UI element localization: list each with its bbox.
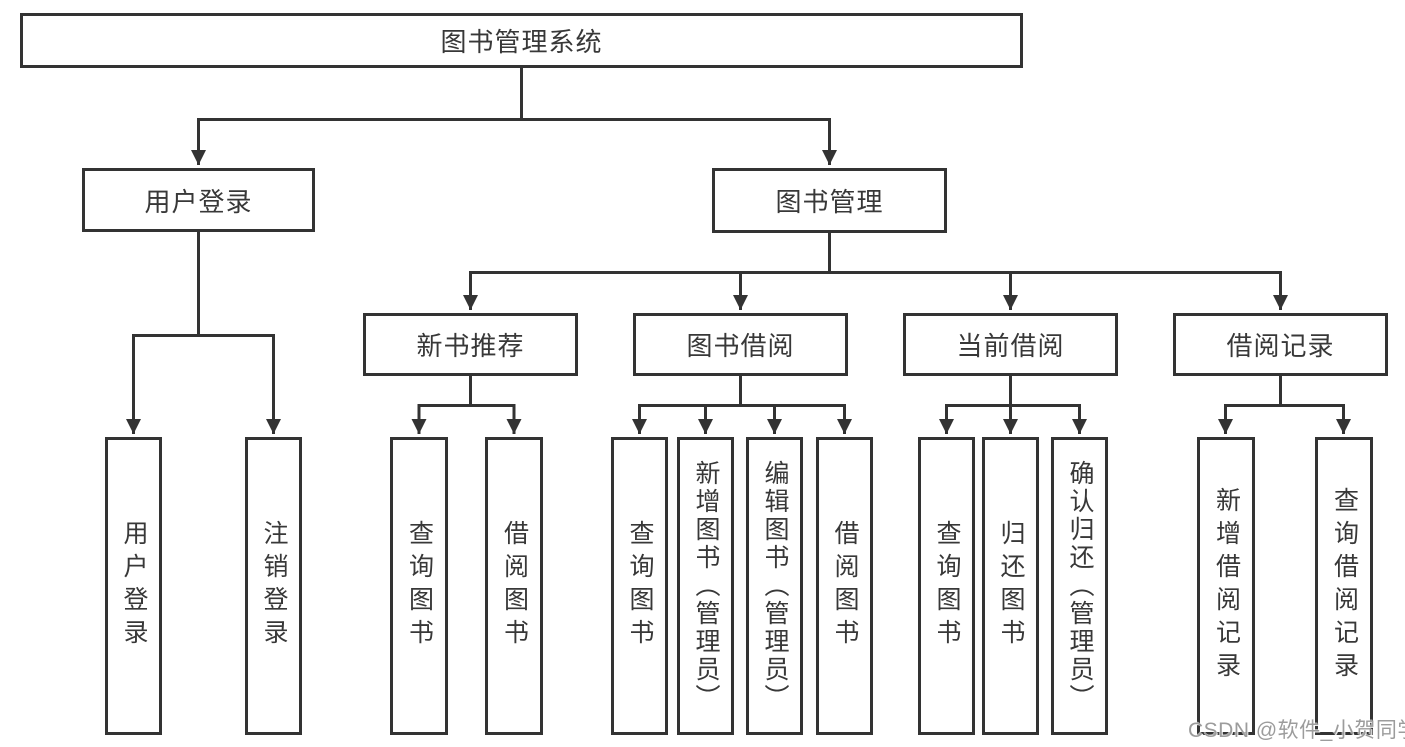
node-borrow-books-2: 借阅图书	[816, 437, 873, 735]
node-current-borrow-label: 当前借阅	[956, 331, 1065, 361]
node-query-books-2-label: 查询图书	[626, 520, 654, 652]
node-new-book-recommend: 新书推荐	[363, 313, 578, 376]
node-new-book-recommend-label: 新书推荐	[416, 331, 525, 361]
node-query-borrow-record-label: 查询借阅记录	[1330, 487, 1359, 685]
node-query-borrow-record: 查询借阅记录	[1315, 437, 1373, 735]
node-return-books-label: 归还图书	[997, 520, 1025, 652]
node-add-books-admin-label: 新增图书（管理员）	[692, 460, 720, 712]
node-root: 图书管理系统	[20, 13, 1023, 68]
node-query-books-3-label: 查询图书	[933, 520, 961, 652]
node-root-label: 图书管理系统	[440, 27, 603, 57]
node-current-borrow: 当前借阅	[903, 313, 1118, 376]
node-logout-label: 注销登录	[260, 520, 288, 652]
node-borrow-books-2-label: 借阅图书	[831, 520, 859, 652]
node-return-books: 归还图书	[982, 437, 1039, 735]
node-borrow-records: 借阅记录	[1173, 313, 1388, 376]
csdn-watermark: CSDN @软件_小贺同学	[1188, 719, 1405, 742]
node-user-login-leaf-label: 用户登录	[120, 520, 148, 652]
node-logout: 注销登录	[245, 437, 302, 735]
node-borrow-records-label: 借阅记录	[1226, 331, 1335, 361]
node-query-books-2: 查询图书	[611, 437, 668, 735]
node-book-borrow-label: 图书借阅	[686, 331, 795, 361]
node-add-borrow-record-label: 新增借阅记录	[1212, 487, 1241, 685]
node-query-books-1-label: 查询图书	[405, 520, 434, 652]
node-confirm-return-admin-label: 确认归还（管理员）	[1066, 460, 1094, 712]
node-book-mgmt-label: 图书管理	[775, 187, 884, 217]
node-add-borrow-record: 新增借阅记录	[1197, 437, 1255, 735]
node-borrow-books-1-label: 借阅图书	[500, 520, 529, 652]
node-user-login: 用户登录	[82, 168, 315, 232]
node-edit-books-admin-label: 编辑图书（管理员）	[761, 460, 789, 712]
node-add-books-admin: 新增图书（管理员）	[677, 437, 734, 735]
node-confirm-return-admin: 确认归还（管理员）	[1051, 437, 1108, 735]
node-edit-books-admin: 编辑图书（管理员）	[746, 437, 803, 735]
node-book-mgmt: 图书管理	[712, 168, 947, 233]
node-query-books-3: 查询图书	[918, 437, 975, 735]
node-query-books-1: 查询图书	[390, 437, 448, 735]
node-user-login-leaf: 用户登录	[105, 437, 162, 735]
node-user-login-label: 用户登录	[144, 186, 253, 217]
node-borrow-books-1: 借阅图书	[485, 437, 543, 735]
node-book-borrow: 图书借阅	[633, 313, 848, 376]
